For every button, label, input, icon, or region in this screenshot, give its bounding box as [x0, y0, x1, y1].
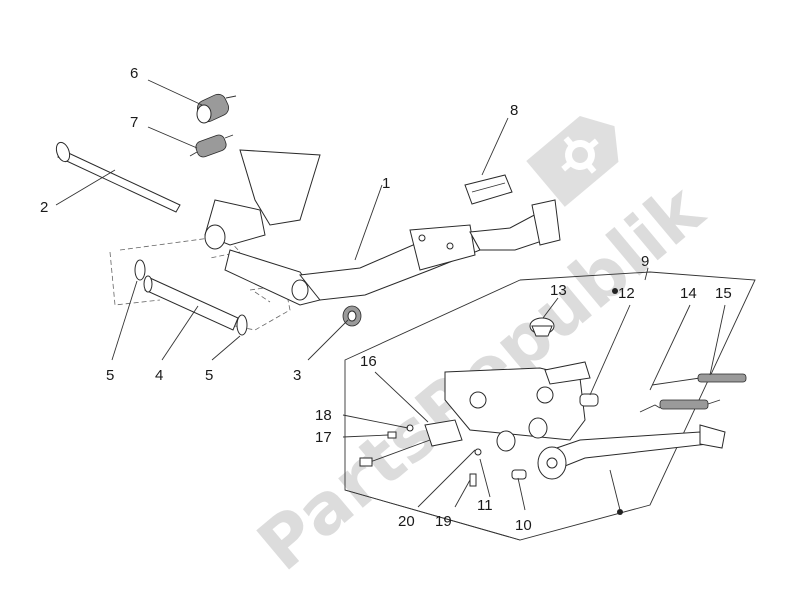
part-pad-8 — [464, 174, 513, 205]
part-springs-14-15 — [639, 373, 747, 413]
callout-15: 15 — [715, 285, 732, 302]
callout-1: 1 — [382, 175, 390, 192]
part-spring-6 — [196, 93, 237, 124]
callout-17: 17 — [315, 429, 332, 446]
gear-icon — [526, 115, 619, 207]
part-spring-7 — [189, 134, 234, 158]
callout-10: 10 — [515, 517, 532, 534]
callout-18: 18 — [315, 407, 332, 424]
callout-9: 9 — [641, 253, 649, 270]
callout-5-right: 5 — [205, 367, 213, 384]
callout-13: 13 — [550, 282, 567, 299]
part-plug-13 — [529, 317, 555, 337]
callout-20: 20 — [398, 513, 415, 530]
part-center-stand-1 — [204, 149, 561, 306]
callout-8: 8 — [510, 102, 518, 119]
callout-11: 11 — [477, 497, 493, 514]
part-bumper-12 — [579, 393, 599, 407]
part-rings-5 — [134, 259, 248, 336]
callout-2: 2 — [40, 199, 48, 216]
callout-labels: 1 2 3 4 5 5 6 7 8 9 10 11 12 13 14 15 16… — [40, 65, 732, 534]
marker-dot — [612, 288, 618, 294]
callout-19: 19 — [435, 513, 452, 530]
part-kickstand-leg — [537, 424, 726, 480]
callout-4: 4 — [155, 367, 163, 384]
callout-3: 3 — [293, 367, 301, 384]
part-side-stand-bracket — [444, 361, 591, 441]
part-pin-2 — [55, 141, 181, 213]
marker-dot — [617, 509, 623, 515]
callout-14: 14 — [680, 285, 697, 302]
part-bushing-3 — [342, 305, 362, 327]
callout-16: 16 — [360, 353, 377, 370]
part-switch-16 — [359, 419, 463, 467]
callout-5-left: 5 — [106, 367, 114, 384]
part-tube-4 — [143, 275, 239, 331]
callout-12: 12 — [618, 285, 635, 302]
leader-lines — [55, 79, 726, 511]
assembly-guides — [109, 194, 756, 541]
callout-6: 6 — [130, 65, 138, 82]
callout-7: 7 — [130, 114, 138, 131]
part-rings-side — [496, 417, 548, 452]
